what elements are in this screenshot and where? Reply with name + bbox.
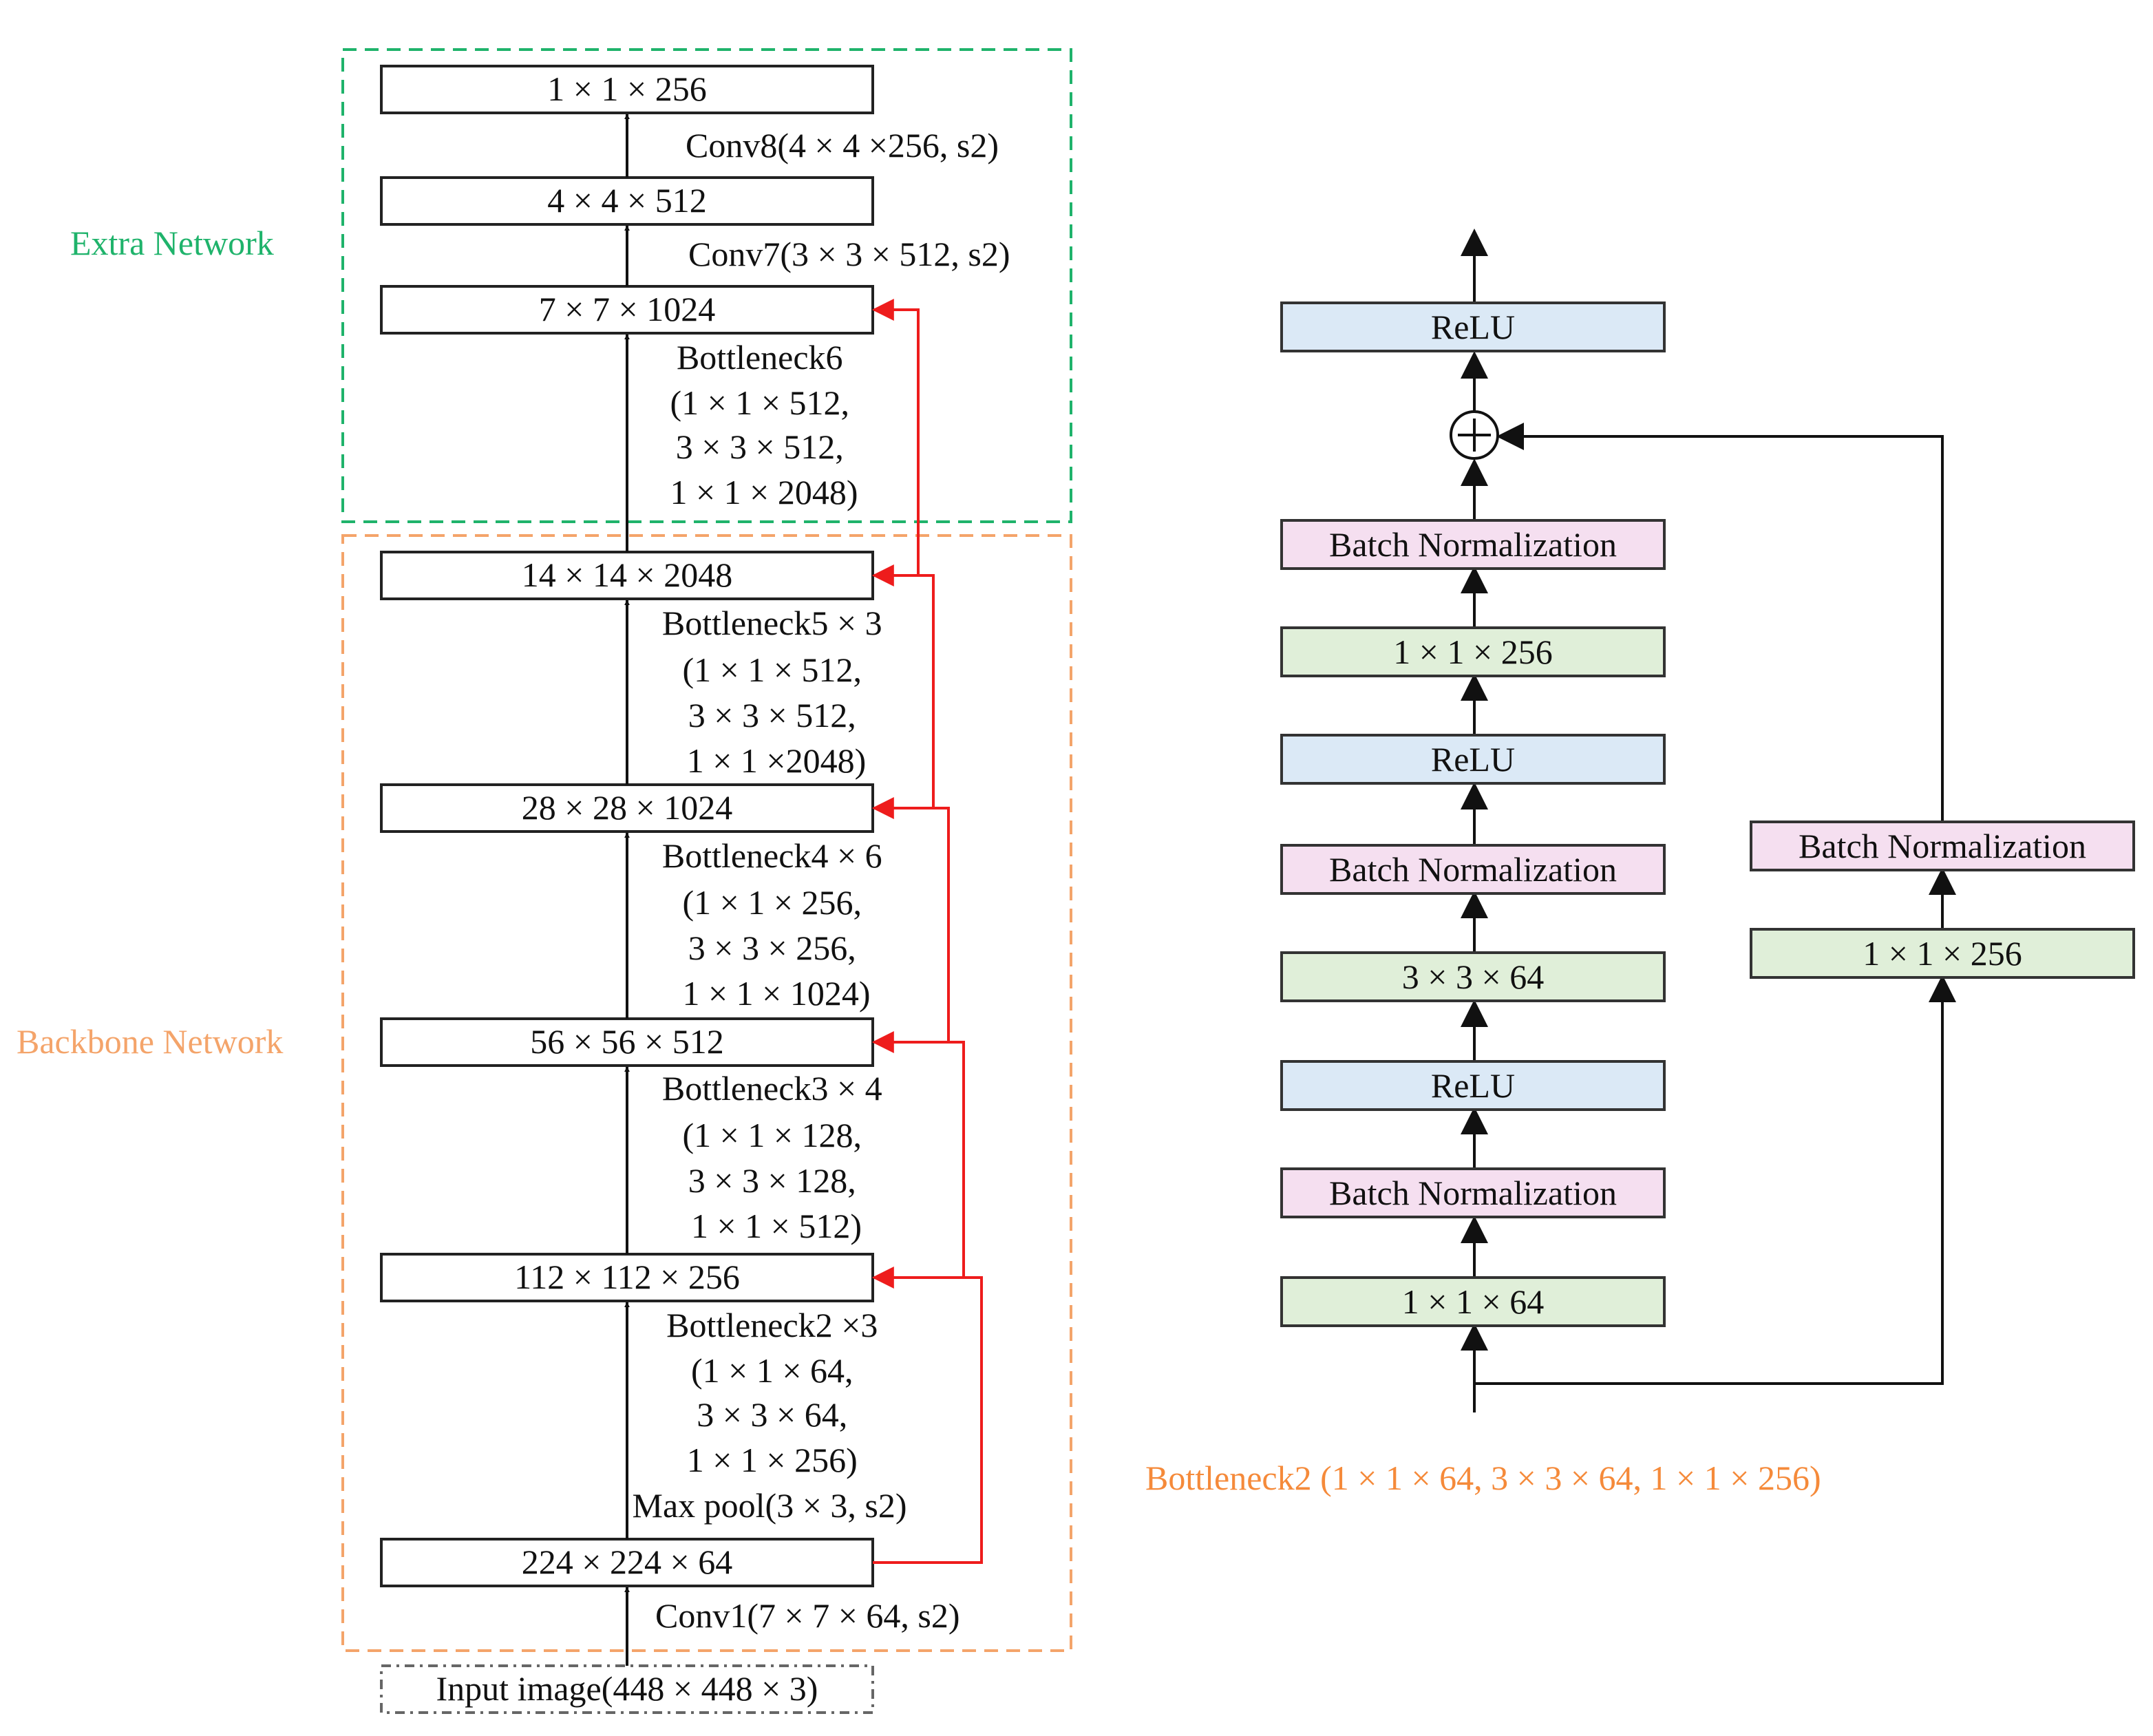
main-box-relu-2: ReLU [1280,734,1666,785]
backbone-network-frame [341,534,1072,1652]
box-label: Batch Normalization [1799,827,2086,865]
main-box-bn-1: Batch Normalization [1280,1167,1666,1218]
extra-network-label: Extra Network [70,224,274,262]
op-line: 1 × 1 × 2048) [670,473,858,511]
op-line: Bottleneck4 × 6 [662,836,882,875]
stage-label: 14 × 14 × 2048 [522,555,732,594]
left-stage-6: 56 × 56 × 512 [380,1017,874,1067]
left-stage-1: 1 × 1 × 256 [380,65,874,114]
op-bottleneck4: Bottleneck4 × 6 (1 × 1 × 256, 3 × 3 × 25… [662,836,891,1013]
main-box-conv-3: 1 × 1 × 256 [1280,626,1666,677]
box-fill [1280,626,1666,677]
op-line: Conv7(3 × 3 × 512, s2) [688,235,1010,273]
stage-label: 28 × 28 × 1024 [522,788,732,827]
box-label: 1 × 1 × 64 [1402,1282,1544,1321]
op-bottleneck2: Bottleneck2 ×3 (1 × 1 × 64, 3 × 3 × 64, … [633,1306,907,1525]
op-line: Bottleneck5 × 3 [662,604,882,642]
box-label: 3 × 3 × 64 [1402,957,1544,996]
op-line: Conv8(4 × 4 ×256, s2) [686,126,999,165]
stage-label: 7 × 7 × 1024 [539,290,715,328]
op-bottleneck3: Bottleneck3 × 4 (1 × 1 × 128, 3 × 3 × 12… [662,1069,891,1245]
stage-label: 56 × 56 × 512 [530,1022,723,1061]
left-stage-2: 4 × 4 × 512 [380,176,874,226]
box-fill [1750,928,2135,979]
box-fill [1280,1167,1666,1218]
op-line: 3 × 3 × 64, [697,1395,847,1434]
op-line: 3 × 3 × 512, [676,427,844,466]
box-fill [1750,821,2135,871]
op-line: Bottleneck3 × 4 [662,1069,882,1108]
box-label: ReLU [1431,1066,1515,1105]
main-box-conv-2: 3 × 3 × 64 [1280,951,1666,1002]
box-label: 1 × 1 × 256 [1393,633,1552,671]
op-line: (1 × 1 × 512, [682,650,862,689]
box-fill [1280,951,1666,1002]
bottleneck-caption: Bottleneck2 (1 × 1 × 64, 3 × 3 × 64, 1 ×… [1145,1459,1821,1497]
box-fill [1280,1276,1666,1327]
box-fill [1280,1060,1666,1111]
op-conv8: Conv8(4 × 4 ×256, s2) [686,126,999,165]
main-box-relu-top: ReLU [1280,301,1666,352]
op-line: 1 × 1 × 256) [687,1441,858,1479]
op-line: 1 × 1 × 1024) [682,974,870,1013]
op-line: (1 × 1 × 64, [691,1351,853,1390]
stage-label: 224 × 224 × 64 [522,1543,732,1581]
box-fill [1280,519,1666,570]
box-label: ReLU [1431,740,1515,779]
main-box-relu-1: ReLU [1280,1060,1666,1111]
box-fill [1280,734,1666,785]
box-label: Batch Normalization [1329,525,1617,564]
box-label: ReLU [1431,308,1515,346]
stage-label: 1 × 1 × 256 [547,70,706,108]
op-line: 3 × 3 × 128, [688,1161,856,1200]
left-stage-3: 7 × 7 × 1024 [380,285,874,335]
main-box-bn-3: Batch Normalization [1280,519,1666,570]
op-line: (1 × 1 × 128, [682,1116,862,1154]
stage-label: 4 × 4 × 512 [547,181,706,220]
op-line: 1 × 1 × 512) [691,1207,862,1245]
stage-label: 112 × 112 × 256 [514,1258,740,1296]
op-line: 1 × 1 ×2048) [687,741,867,780]
box-fill [1280,301,1666,352]
op-bottleneck6: Bottleneck6 (1 × 1 × 512, 3 × 3 × 512, 1… [670,338,858,511]
input-image-label: Input image(448 × 448 × 3) [436,1669,818,1708]
op-line: (1 × 1 × 512, [670,383,849,422]
box-fill [1280,844,1666,895]
main-box-conv-1: 1 × 1 × 64 [1280,1276,1666,1327]
op-line: Bottleneck2 ×3 [666,1306,878,1344]
op-line: Bottleneck6 [677,338,843,377]
op-line: (1 × 1 × 256, [682,883,862,922]
shortcut-box-conv: 1 × 1 × 256 [1750,928,2135,979]
op-bottleneck5: Bottleneck5 × 3 (1 × 1 × 512, 3 × 3 × 51… [662,604,891,780]
input-image-box: Input image(448 × 448 × 3) [380,1664,874,1714]
op-line: Conv1(7 × 7 × 64, s2) [655,1596,960,1635]
op-line: 3 × 3 × 256, [688,929,856,967]
left-stage-5: 28 × 28 × 1024 [380,783,874,833]
op-line: Max pool(3 × 3, s2) [633,1486,907,1525]
box-label: Batch Normalization [1329,1174,1617,1212]
op-conv1: Conv1(7 × 7 × 64, s2) [655,1596,960,1635]
left-stage-7: 112 × 112 × 256 [380,1253,874,1302]
op-conv7: Conv7(3 × 3 × 512, s2) [688,235,1010,273]
red-skip-arrows [871,299,983,1564]
shortcut-box-bn: Batch Normalization [1750,821,2135,871]
box-label: Batch Normalization [1329,850,1617,889]
op-line: 3 × 3 × 512, [688,696,856,734]
left-stage-8: 224 × 224 × 64 [380,1538,874,1587]
backbone-network-label: Backbone Network [17,1022,283,1061]
bottleneck-detail: ReLU Batch Normalization 1 × 1 × 256 ReL… [1145,229,2135,1497]
extra-network-frame [341,48,1072,523]
box-label: 1 × 1 × 256 [1863,934,2022,973]
main-box-bn-2: Batch Normalization [1280,844,1666,895]
left-stage-4: 14 × 14 × 2048 [380,551,874,600]
